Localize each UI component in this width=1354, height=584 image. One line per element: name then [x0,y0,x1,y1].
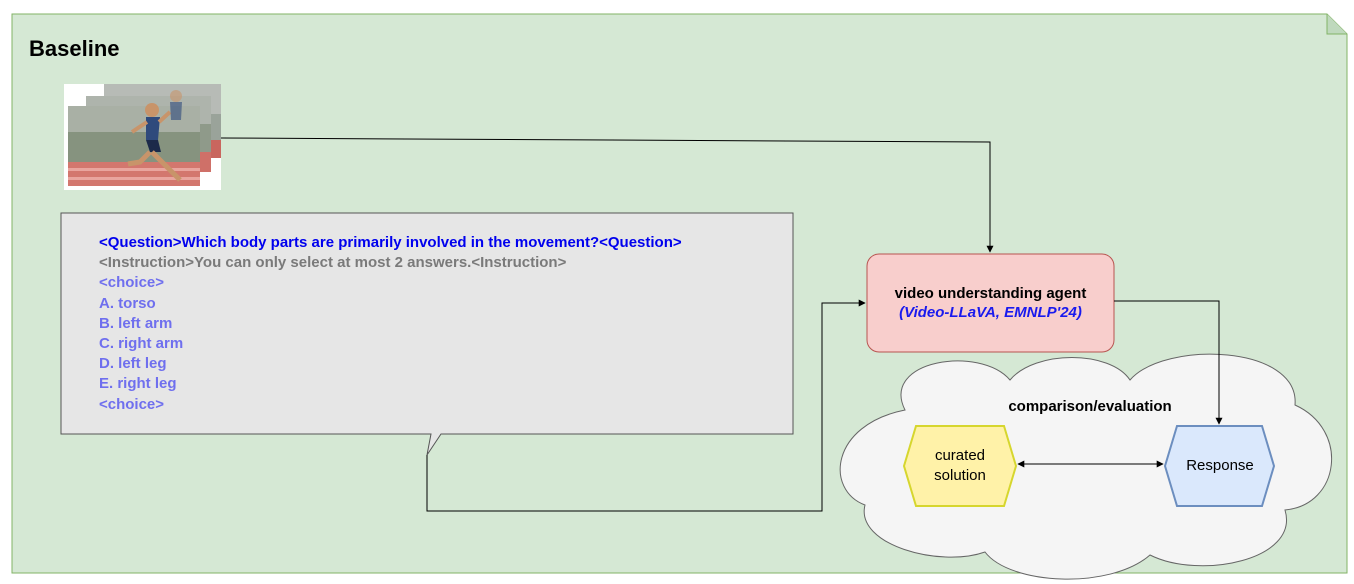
agent-box [866,253,1115,353]
video-frames-image [64,84,221,190]
agent-to-response-connector [1114,300,1223,425]
curated-solution-hexagon [902,425,1018,507]
choice-close-tag: <choice> [99,395,165,413]
curated-solution-label: curated solution [934,447,986,484]
choice-open-tag: <choice> [99,274,165,292]
agent-reference: (Video-LLaVA, EMNLP'24) [899,304,1082,321]
diagram-title: Baseline [29,36,120,61]
video-to-agent-connector [220,137,994,253]
agent-label: video understanding agent (Video-LLaVA, … [867,254,1114,352]
instruction-line: <Instruction>You can only select at most… [99,254,567,272]
question-line: <Question>Which body parts are primarily… [99,234,682,251]
choice-item: A. torso [99,294,156,312]
choice-item: B. left arm [99,314,173,332]
response-label: Response [1186,457,1254,474]
agent-name: video understanding agent [894,285,1087,302]
prompt-to-agent-connector [426,299,866,512]
evaluation-label: comparison/evaluation [1008,398,1172,415]
response-hexagon [1163,425,1276,507]
prompt-bubble [60,212,794,456]
choice-item: D. left leg [99,355,167,373]
prompt-text: <Question>Which body parts are primarily… [99,233,682,415]
choice-item: E. right leg [99,375,177,393]
panel-fold [1326,14,1347,35]
choice-item: C. right arm [99,335,184,353]
runner-figure [127,90,182,182]
